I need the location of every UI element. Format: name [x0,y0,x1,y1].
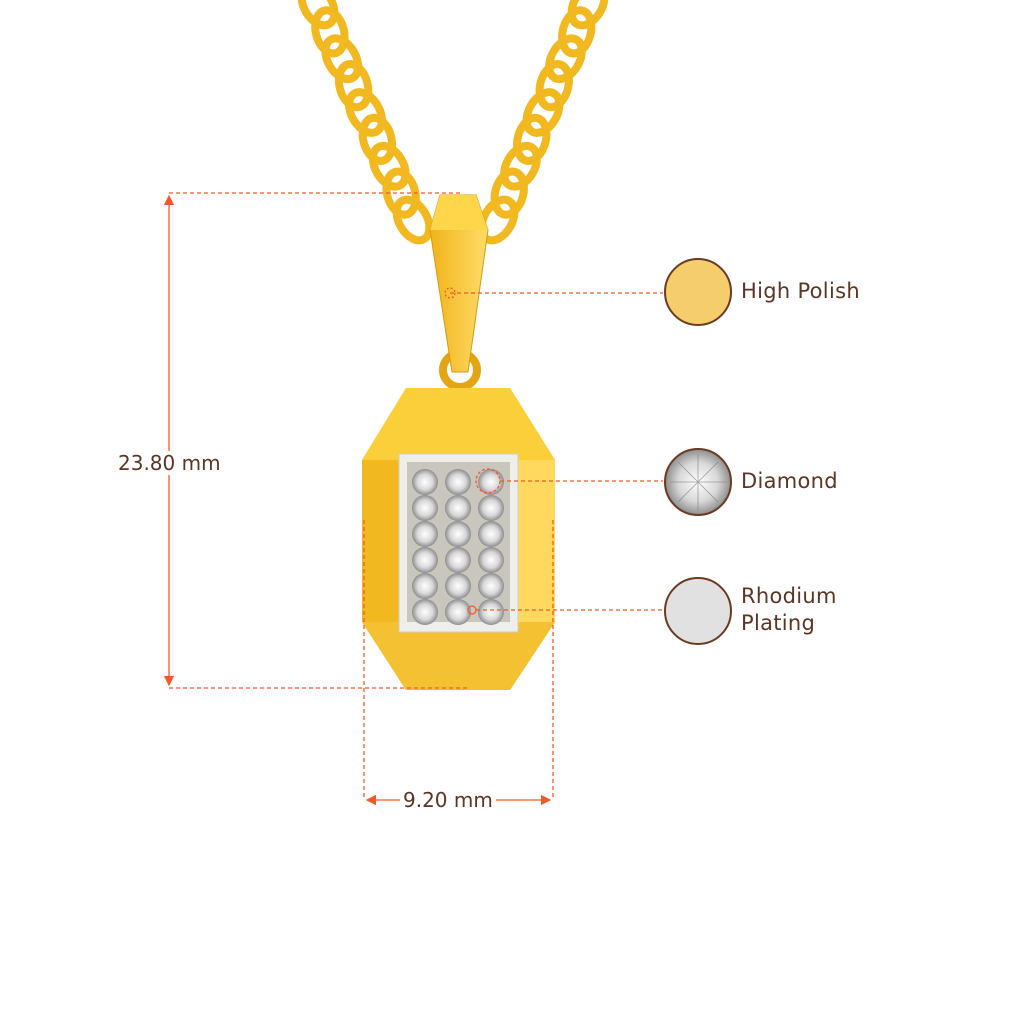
chain-link [297,0,339,30]
chain-link [500,141,541,191]
diamond-stone [412,573,438,599]
legend-rhodium-line1: Rhodium [741,584,837,608]
chain-link [522,88,564,137]
diamond-stone [478,521,504,547]
width-dimension-label: 9.20 mm [400,788,496,812]
pendant-right-facet [517,460,555,622]
diamond-stone [412,495,438,521]
chain-link [490,167,528,219]
chain-link [311,6,349,58]
chain-link [358,113,397,165]
diamond-stones [412,469,504,625]
diamond-stone [478,573,504,599]
legend-rhodium-plating: Rhodium Plating [741,583,837,637]
pendant-bottom-facet [362,622,555,690]
rhodium-plating-swatch [664,577,732,645]
chain-link [368,141,410,191]
diamond-stone [445,495,471,521]
chain-link [321,34,363,84]
chain-link [513,113,551,165]
diamond-stone [412,521,438,547]
diamond-stone [445,573,471,599]
diamond-stone [412,547,438,573]
legend-rhodium-line2: Plating [741,611,816,635]
diamond-stone [445,599,471,625]
chain-link [382,167,420,219]
chain-link [535,60,573,112]
legend-diamond: Diamond [741,469,838,493]
chain-link [392,195,434,245]
diamond-stone [412,599,438,625]
bail-top [430,195,488,230]
chain-link [567,0,609,30]
pendant-left-facet [362,460,400,622]
diamond-stone [445,469,471,495]
diamond-stone [478,495,504,521]
diamond-stone [445,547,471,573]
diamond-stone [412,469,438,495]
diamond-swatch [664,448,732,516]
dimension-lines [163,192,663,806]
diamond-stone [445,521,471,547]
chain-link [334,60,373,112]
legend-high-polish: High Polish [741,279,860,303]
pendant-top-facet [362,388,555,460]
chain-link [545,34,586,84]
chain-link [345,88,386,137]
height-dimension-label: 23.80 mm [115,451,224,475]
high-polish-swatch [664,258,732,326]
diamond-stone [478,599,504,625]
diamond-stone [478,547,504,573]
chain [297,0,609,245]
chain-link [558,6,596,58]
